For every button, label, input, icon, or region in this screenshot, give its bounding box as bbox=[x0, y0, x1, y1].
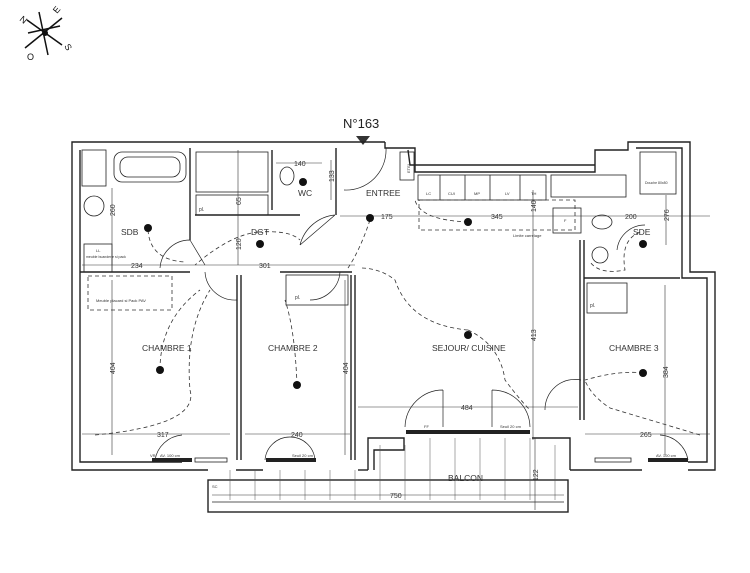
toilet bbox=[279, 166, 295, 186]
light-icon bbox=[256, 240, 264, 248]
meuble-placard-zone bbox=[87, 275, 173, 311]
compass-o: O bbox=[27, 52, 34, 62]
exterior-walls bbox=[71, 141, 716, 471]
bathtub bbox=[113, 151, 187, 183]
dim-chambre1-height: 404 bbox=[110, 362, 117, 374]
dim-chambre3-width: 265 bbox=[640, 432, 652, 439]
room-label-dgt: DGT bbox=[251, 227, 269, 237]
compass-e: E bbox=[51, 4, 63, 15]
dim-entree-width: 175 bbox=[381, 214, 393, 221]
light-icon bbox=[639, 369, 647, 377]
compass-rose-icon: E N S O bbox=[18, 4, 74, 62]
shower-tile bbox=[81, 149, 107, 187]
dim-chambre2-width: 240 bbox=[291, 432, 303, 439]
dim-sdb-height: 260 bbox=[110, 204, 117, 216]
dim-dgt-height: 65 bbox=[236, 197, 243, 205]
dim-dgt-width: 301 bbox=[259, 263, 271, 270]
mp-label: MP bbox=[474, 191, 480, 196]
placard-label: pl. bbox=[590, 303, 595, 309]
dim-dgt-height-2: 120 bbox=[236, 238, 243, 250]
light-icon bbox=[293, 381, 301, 389]
room-label-entree: ENTREE bbox=[366, 188, 401, 198]
dim-balcon-depth: 122 bbox=[533, 469, 540, 481]
dim-wc-height: 133 bbox=[329, 170, 336, 182]
room-label-chambre-2: CHAMBRE 2 bbox=[268, 343, 318, 353]
cui-label: CUI bbox=[448, 191, 455, 196]
lot-number: N°163 bbox=[343, 116, 379, 131]
meuble-placard-label: Meuble placard si Pack PAV bbox=[96, 298, 146, 303]
light-icon bbox=[366, 214, 374, 222]
room-label-chambre-1: CHAMBRE 1 bbox=[142, 343, 192, 353]
dim-balcon-width: 750 bbox=[390, 493, 402, 500]
placard-label: pl. bbox=[295, 295, 300, 301]
ceiling-lights bbox=[144, 178, 647, 389]
room-label-sejour-cuisine: SEJOUR/ CUISINE bbox=[432, 343, 506, 353]
sink-sde bbox=[591, 246, 609, 264]
dim-sde-height: 276 bbox=[664, 209, 671, 221]
light-icon bbox=[464, 331, 472, 339]
shower-sde bbox=[639, 151, 677, 195]
electrical-circuits bbox=[94, 199, 701, 436]
limite-carrelage-label: Limite carrelage bbox=[513, 233, 542, 238]
lc-label: LC bbox=[426, 191, 431, 196]
dim-sejour-height: 413 bbox=[531, 329, 538, 341]
toilet-sde bbox=[591, 214, 613, 230]
seuil-label-chambre2: Seuil 20 cm bbox=[292, 453, 314, 458]
interior-walls bbox=[80, 148, 680, 460]
limite-carrelage-zone bbox=[418, 199, 576, 231]
dim-kitchen-width: 345 bbox=[491, 214, 503, 221]
compass-s: S bbox=[62, 42, 74, 52]
entry-arrow-icon bbox=[356, 136, 370, 145]
sc-label: SC bbox=[212, 484, 218, 489]
balcony bbox=[207, 437, 571, 513]
placard-label: pl. bbox=[199, 207, 204, 213]
dim-kitchen-height: 140 bbox=[531, 200, 538, 212]
room-label-sdb: SDB bbox=[121, 227, 139, 237]
dimension-labels: 140 133 65 260 120 234 301 175 345 140 2… bbox=[110, 161, 671, 500]
light-icon bbox=[464, 218, 472, 226]
fixtures bbox=[81, 149, 677, 273]
ll-label: LL bbox=[96, 248, 101, 253]
room-label-sde: SDE bbox=[633, 227, 651, 237]
dim-chambre2-height: 404 bbox=[343, 362, 350, 374]
light-icon bbox=[299, 178, 307, 186]
light-icon bbox=[639, 240, 647, 248]
compass-n: N bbox=[18, 14, 29, 26]
av-label-chambre3: AV. 100 cm bbox=[656, 453, 677, 458]
ll-meuble-label: meuble buanderie si pack bbox=[86, 255, 126, 259]
room-label-balcon: BALCON bbox=[448, 473, 483, 483]
sink bbox=[83, 195, 105, 217]
windows bbox=[152, 430, 688, 463]
dim-sde-width: 200 bbox=[625, 214, 637, 221]
douche-label: Douche 80x80 bbox=[645, 181, 668, 185]
kitchen-counter bbox=[417, 174, 547, 201]
f-label: F bbox=[564, 218, 567, 223]
doors bbox=[154, 147, 689, 461]
av-label-chambre1: AV. 100 cm bbox=[160, 453, 181, 458]
ff-label: FF bbox=[424, 424, 429, 429]
vr-label: VR bbox=[150, 453, 156, 458]
lv-label: LV bbox=[505, 191, 510, 196]
dim-chambre3-height: 384 bbox=[663, 366, 670, 378]
dim-wc-width: 140 bbox=[294, 161, 306, 168]
dim-chambre1-width: 317 bbox=[157, 432, 169, 439]
room-label-chambre-3: CHAMBRE 3 bbox=[609, 343, 659, 353]
etel-label: ETEL bbox=[406, 162, 411, 173]
dim-sejour-width: 484 bbox=[461, 405, 473, 412]
light-icon bbox=[144, 224, 152, 232]
annotations: pl. pl. pl. ETEL LC CUI MP LV TH F Limit… bbox=[86, 162, 677, 489]
dimension-lines bbox=[82, 150, 710, 510]
room-label-wc: WC bbox=[298, 188, 312, 198]
th-label: TH bbox=[531, 191, 536, 196]
light-icon bbox=[156, 366, 164, 374]
seuil-label-sejour: Seuil 20 cm bbox=[500, 424, 522, 429]
dim-sdb-width: 234 bbox=[131, 263, 143, 270]
